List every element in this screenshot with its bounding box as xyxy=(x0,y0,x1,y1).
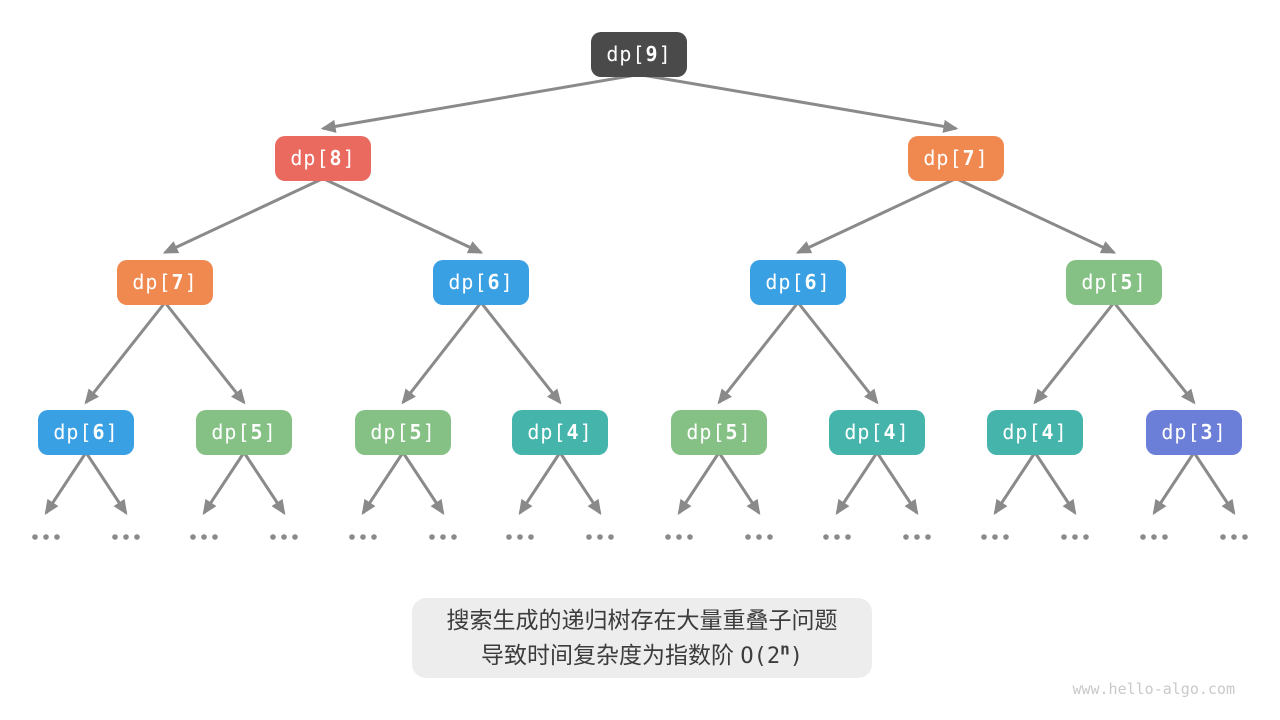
tree-edge-arrow xyxy=(202,451,246,516)
ellipsis xyxy=(112,534,140,540)
tree-node-dp4: dp[4] xyxy=(829,409,925,455)
caption-line2-text: 导致时间复杂度为指数阶 xyxy=(480,641,741,668)
tree-edge-arrow xyxy=(795,177,957,254)
caption-box: 搜索生成的递归树存在大量重叠子问题 导致时间复杂度为指数阶 O(2n) xyxy=(412,598,872,678)
tree-edge-arrow xyxy=(1192,451,1236,516)
tree-edge-arrow xyxy=(361,451,405,516)
tree-edge-arrow xyxy=(163,301,246,405)
tree-node-dp8: dp[8] xyxy=(275,135,371,181)
tree-node-dp7: dp[7] xyxy=(908,135,1004,181)
ellipsis xyxy=(745,534,773,540)
tree-edge-arrow xyxy=(875,451,919,516)
tree-node-dp5: dp[5] xyxy=(196,409,292,455)
ellipsis xyxy=(429,534,457,540)
tree-edge-arrow xyxy=(518,451,562,516)
formula-exponent: n xyxy=(780,639,790,659)
ellipsis xyxy=(665,534,693,540)
tree-edge-arrow xyxy=(84,451,128,516)
tree-node-dp4: dp[4] xyxy=(987,409,1083,455)
ellipsis xyxy=(1061,534,1089,540)
tree-node-dp6: dp[6] xyxy=(38,409,134,455)
tree-node-dp9: dp[9] xyxy=(591,31,687,77)
tree-edge-arrow xyxy=(242,451,286,516)
ellipsis xyxy=(981,534,1009,540)
ellipsis xyxy=(586,534,614,540)
tree-edge-arrow xyxy=(1033,301,1116,405)
tree-edge-arrow xyxy=(717,301,800,405)
complexity-formula: O(2n) xyxy=(740,639,804,669)
caption-line2: 导致时间复杂度为指数阶 O(2n) xyxy=(412,638,872,674)
ellipsis xyxy=(1220,534,1248,540)
ellipsis xyxy=(32,534,60,540)
tree-edge-arrow xyxy=(1033,451,1077,516)
tree-node-dp5: dp[5] xyxy=(1066,259,1162,305)
tree-edge-arrow xyxy=(835,451,879,516)
tree-edge-arrow xyxy=(677,451,721,516)
tree-edge-arrow xyxy=(320,73,640,133)
tree-node-dp7: dp[7] xyxy=(117,259,213,305)
tree-edge-arrow xyxy=(162,177,324,254)
tree-edge-arrow xyxy=(479,301,562,405)
ellipsis xyxy=(349,534,377,540)
ellipsis xyxy=(190,534,218,540)
tree-edge-arrow xyxy=(322,177,484,254)
tree-edge-arrow xyxy=(1112,301,1196,405)
tree-edge-arrow xyxy=(717,451,761,516)
ellipsis xyxy=(270,534,298,540)
tree-node-dp6: dp[6] xyxy=(433,259,529,305)
tree-edge-arrow xyxy=(401,301,483,405)
tree-node-dp5: dp[5] xyxy=(671,409,767,455)
watermark: www.hello-algo.com xyxy=(1072,680,1235,698)
tree-edge-arrow xyxy=(84,301,167,405)
ellipsis xyxy=(1140,534,1168,540)
ellipsis xyxy=(903,534,931,540)
tree-edge-arrow xyxy=(1152,451,1196,516)
tree-edge-arrow xyxy=(44,451,88,516)
tree-edge-arrow xyxy=(993,451,1037,516)
tree-edge-arrow xyxy=(796,301,879,405)
tree-edge-arrow xyxy=(558,451,602,516)
tree-node-dp4: dp[4] xyxy=(512,409,608,455)
tree-edge-arrow xyxy=(638,73,959,133)
tree-node-dp6: dp[6] xyxy=(750,259,846,305)
tree-edge-arrow xyxy=(955,177,1117,254)
tree-edge-arrow xyxy=(401,451,445,516)
ellipsis xyxy=(823,534,851,540)
ellipsis xyxy=(506,534,534,540)
tree-node-dp3: dp[3] xyxy=(1146,409,1242,455)
caption-line1: 搜索生成的递归树存在大量重叠子问题 xyxy=(446,606,838,633)
tree-node-dp5: dp[5] xyxy=(355,409,451,455)
